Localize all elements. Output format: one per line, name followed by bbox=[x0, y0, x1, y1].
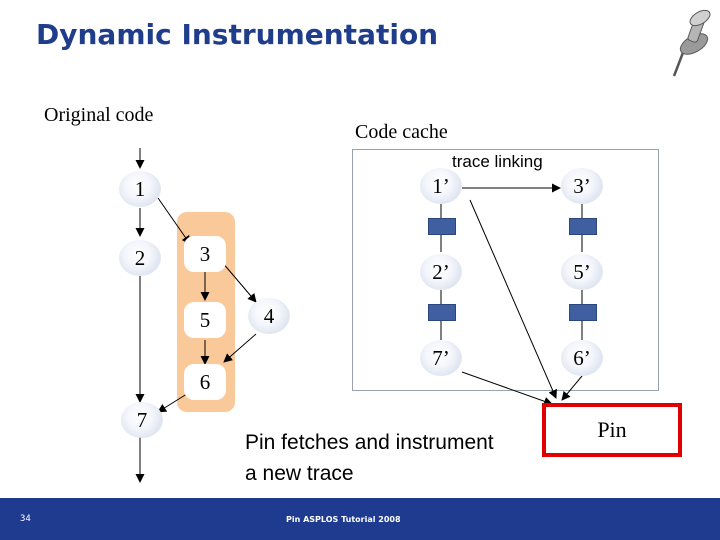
node-7: 7 bbox=[121, 402, 163, 438]
cache-stub bbox=[428, 218, 456, 235]
cache-node-6: 6’ bbox=[561, 340, 603, 376]
cache-node-1: 1’ bbox=[420, 168, 462, 204]
footer-text: Pin ASPLOS Tutorial 2008 bbox=[286, 515, 401, 524]
node-5: 5 bbox=[184, 302, 226, 338]
cache-stub bbox=[428, 304, 456, 321]
pin-label: Pin bbox=[597, 417, 627, 442]
description-line-1: Pin fetches and instrument bbox=[245, 431, 494, 454]
cache-node-3: 3’ bbox=[561, 168, 603, 204]
original-code-label: Original code bbox=[44, 104, 154, 126]
cache-stub bbox=[569, 218, 597, 235]
code-cache-label: Code cache bbox=[355, 121, 448, 143]
trace-linking-label: trace linking bbox=[452, 152, 543, 171]
node-6: 6 bbox=[184, 364, 226, 400]
page-title: Dynamic Instrumentation bbox=[36, 18, 439, 51]
cache-node-2: 2’ bbox=[420, 254, 462, 290]
node-1: 1 bbox=[119, 171, 161, 207]
page-number: 34 bbox=[20, 514, 31, 524]
description-line-2: a new trace bbox=[245, 462, 354, 485]
arrow-3-to-4 bbox=[221, 261, 257, 303]
arrow-1prime-to-pin bbox=[469, 199, 557, 399]
cache-stub bbox=[569, 304, 597, 321]
arrow-6prime-to-pin bbox=[561, 375, 583, 401]
cache-node-5: 5’ bbox=[561, 254, 603, 290]
pin-box: Pin bbox=[542, 403, 682, 457]
arrow-4-to-6 bbox=[223, 333, 257, 363]
node-2: 2 bbox=[119, 240, 161, 276]
pin-description: Pin fetches and instrument a new trace bbox=[245, 427, 494, 489]
code-cache-box bbox=[352, 149, 659, 391]
footer-bar bbox=[0, 498, 720, 540]
cache-node-7: 7’ bbox=[420, 340, 462, 376]
arrow-1-to-3 bbox=[157, 197, 191, 245]
arrow-7prime-to-pin bbox=[461, 371, 553, 406]
pushpin-icon bbox=[672, 9, 711, 77]
node-4: 4 bbox=[248, 298, 290, 334]
node-3: 3 bbox=[184, 236, 226, 272]
